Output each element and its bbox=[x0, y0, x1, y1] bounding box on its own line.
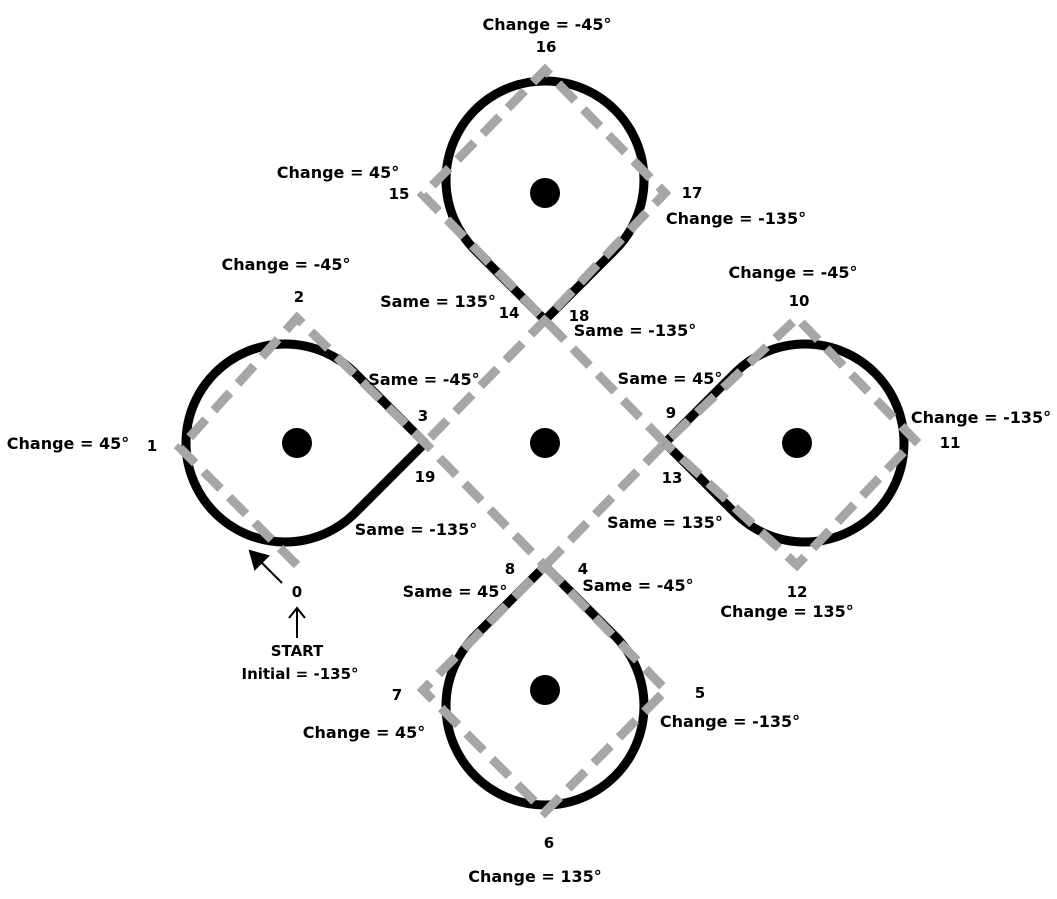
top-loop-center-dot bbox=[530, 178, 560, 208]
turn-label-6: Change = 135° bbox=[468, 867, 602, 886]
turn-label-9: Same = 45° bbox=[618, 369, 723, 388]
turn-label-16: Change = -45° bbox=[482, 15, 611, 34]
turn-label-1: Change = 45° bbox=[7, 434, 129, 453]
middle-center-dot bbox=[530, 428, 560, 458]
node-4: 4 bbox=[578, 560, 588, 578]
node-numbers: 0 1 2 3 19 8 4 5 6 7 9 13 10 11 12 14 18… bbox=[147, 38, 961, 852]
start-arrow-icon bbox=[288, 606, 306, 619]
start-caption: START Initial = -135° bbox=[241, 642, 358, 683]
turn-label-7: Change = 45° bbox=[303, 723, 425, 742]
initial-heading-label: Initial = -135° bbox=[241, 665, 358, 683]
start-label: START bbox=[271, 642, 324, 660]
dashed-turtle-path bbox=[173, 63, 922, 819]
top-square-path bbox=[416, 63, 672, 447]
bottom-loop bbox=[441, 561, 649, 810]
turn-label-12: Change = 135° bbox=[720, 602, 854, 621]
node-19: 19 bbox=[415, 468, 436, 486]
node-6: 6 bbox=[544, 834, 554, 852]
bottom-square-path bbox=[416, 562, 673, 819]
turn-label-11: Change = -135° bbox=[911, 408, 1051, 427]
node-18: 18 bbox=[569, 307, 590, 325]
node-9: 9 bbox=[666, 404, 676, 422]
heading-arrow-icon bbox=[248, 549, 270, 571]
turn-label-5: Change = -135° bbox=[660, 712, 800, 731]
turn-label-14: Same = 135° bbox=[380, 292, 496, 311]
turn-label-17: Change = -135° bbox=[666, 209, 806, 228]
node-10: 10 bbox=[789, 292, 810, 310]
node-14: 14 bbox=[499, 304, 520, 322]
node-11: 11 bbox=[940, 434, 961, 452]
turn-label-3: Same = -45° bbox=[368, 370, 479, 389]
turn-label-4: Same = -45° bbox=[582, 576, 693, 595]
bottom-loop-center-dot bbox=[530, 675, 560, 705]
node-15: 15 bbox=[389, 185, 410, 203]
turn-label-15: Change = 45° bbox=[277, 163, 399, 182]
turn-label-18: Same = -135° bbox=[574, 321, 696, 340]
right-loop-center-dot bbox=[782, 428, 812, 458]
node-16: 16 bbox=[536, 38, 557, 56]
start-arrows bbox=[248, 549, 306, 638]
center-dots bbox=[282, 178, 812, 705]
left-square-path bbox=[173, 311, 549, 570]
node-7: 7 bbox=[392, 686, 402, 704]
node-0: 0 bbox=[292, 583, 302, 601]
turn-label-10: Change = -45° bbox=[728, 263, 857, 282]
turn-label-13: Same = 135° bbox=[607, 513, 723, 532]
turn-label-19: Same = -135° bbox=[355, 520, 477, 539]
top-loop bbox=[441, 76, 649, 325]
turn-label-2: Change = -45° bbox=[221, 255, 350, 274]
right-square-path bbox=[541, 311, 922, 572]
node-5: 5 bbox=[695, 684, 705, 702]
turn-label-8: Same = 45° bbox=[403, 582, 508, 601]
node-8: 8 bbox=[505, 560, 515, 578]
node-13: 13 bbox=[662, 469, 683, 487]
turn-annotations: Change = 45° Change = -45° Same = -45° S… bbox=[7, 15, 1051, 886]
left-loop-center-dot bbox=[282, 428, 312, 458]
left-loop bbox=[181, 339, 430, 547]
node-1: 1 bbox=[147, 437, 157, 455]
node-3: 3 bbox=[418, 407, 428, 425]
node-12: 12 bbox=[787, 583, 808, 601]
right-loop bbox=[660, 339, 909, 547]
node-17: 17 bbox=[682, 184, 703, 202]
solid-loops bbox=[181, 76, 909, 810]
node-2: 2 bbox=[294, 288, 304, 306]
